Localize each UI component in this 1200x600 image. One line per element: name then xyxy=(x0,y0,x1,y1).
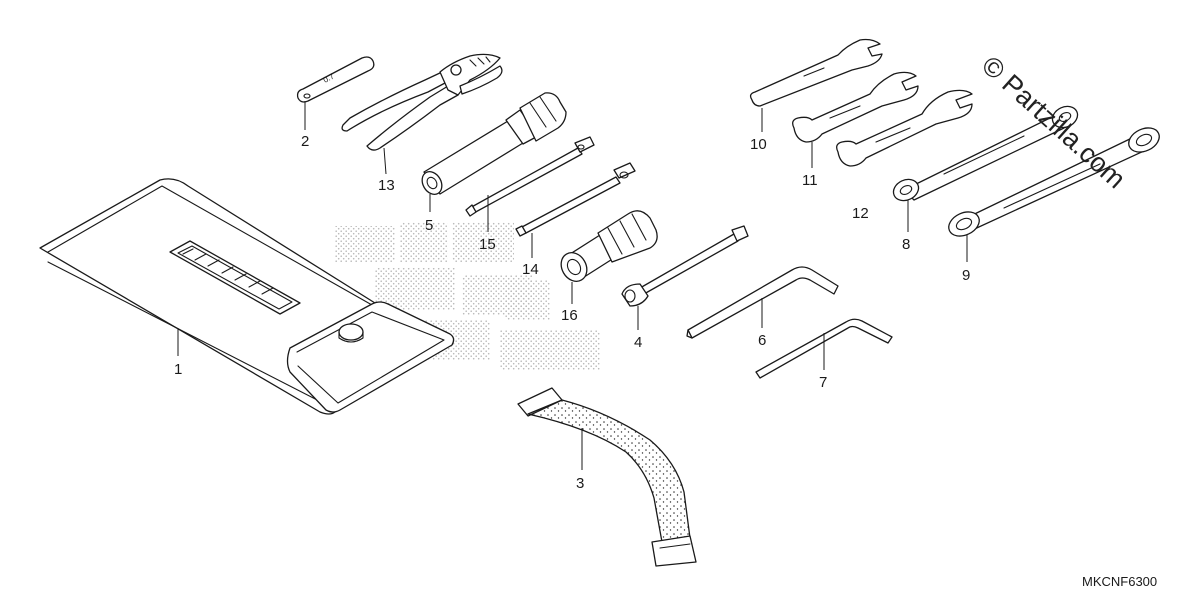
watermark: © Partzilla.com xyxy=(976,50,1131,194)
callout-1: 1 xyxy=(174,361,182,378)
screwdriver-bit[interactable] xyxy=(515,162,636,237)
open-end-wrench-11[interactable] xyxy=(792,71,919,143)
callout-4: 4 xyxy=(634,334,642,351)
callout-8: 8 xyxy=(902,236,910,253)
callout-13: 13 xyxy=(378,177,395,194)
ring-wrench-9[interactable] xyxy=(945,123,1163,240)
callout-10: 10 xyxy=(750,136,767,153)
callout-5: 5 xyxy=(425,217,433,234)
flat-wrench-2[interactable]: 0.7 xyxy=(296,56,375,103)
hex-extension[interactable] xyxy=(621,225,749,307)
callout-15: 15 xyxy=(479,236,496,253)
callout-6: 6 xyxy=(758,332,766,349)
callout-7: 7 xyxy=(819,374,827,391)
callout-9: 9 xyxy=(962,267,970,284)
hex-key-large[interactable] xyxy=(686,266,839,339)
spark-plug-wrench[interactable] xyxy=(418,92,567,198)
callout-11: 11 xyxy=(802,172,818,189)
open-end-wrench-12[interactable] xyxy=(836,89,973,167)
ring-wrench-8[interactable] xyxy=(890,102,1081,204)
callout-16: 16 xyxy=(561,307,578,324)
tool-bag[interactable] xyxy=(39,178,455,415)
callout-12: 12 xyxy=(852,205,869,222)
screwdriver-handle[interactable] xyxy=(556,210,658,286)
hex-key-small[interactable] xyxy=(755,318,893,379)
callout-labels: 1 2 3 4 5 6 7 8 9 10 11 12 13 14 15 16 xyxy=(174,133,970,492)
screwdriver-shaft[interactable] xyxy=(465,136,595,217)
diagram-code: MKCNF6300 xyxy=(1082,574,1157,589)
open-end-wrench-10[interactable] xyxy=(749,38,883,107)
strap[interactable] xyxy=(517,387,697,567)
callout-3: 3 xyxy=(576,475,584,492)
leader-lines xyxy=(177,101,968,470)
pliers[interactable] xyxy=(341,53,503,151)
callout-2: 2 xyxy=(301,133,309,150)
callout-14: 14 xyxy=(522,261,539,278)
